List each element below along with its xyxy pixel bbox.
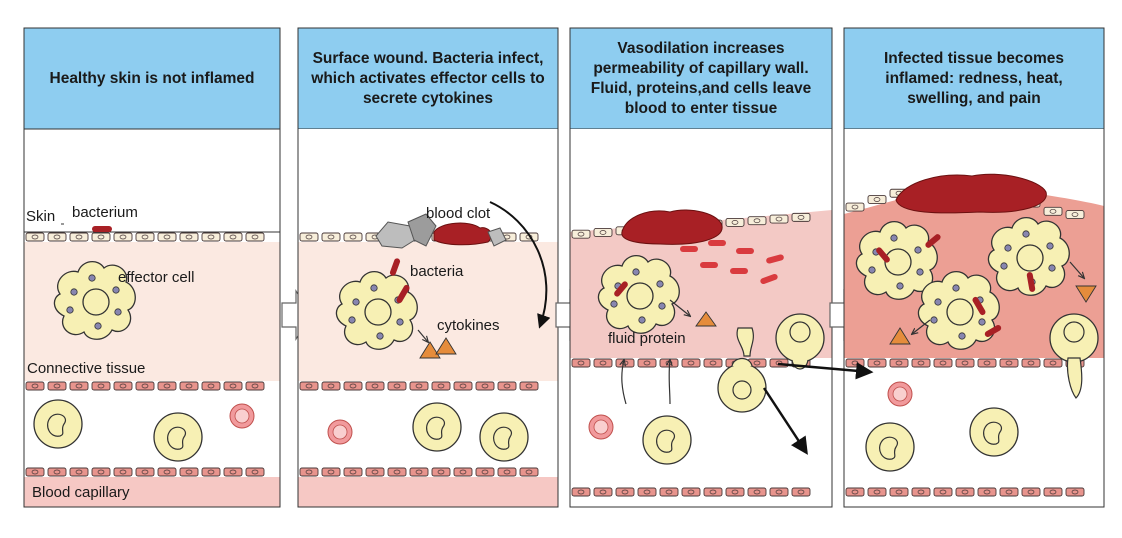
cytokines-label: cytokines: [437, 317, 500, 334]
panel-1-title: Healthy skin is not inflamed: [49, 69, 255, 87]
panel-1: [23, 27, 281, 508]
skin-layer-tiles: [25, 232, 265, 242]
panel-4: [843, 27, 1105, 508]
blood-capillary-label: Blood capillary: [32, 484, 130, 501]
capillary-wall-top: [25, 381, 265, 391]
effector-cell-label: effector cell: [118, 269, 195, 286]
panel-3-title: Vasodilation increases permeability of c…: [590, 39, 812, 117]
panel-2-title: Surface wound. Bacteria infect, which ac…: [311, 49, 545, 107]
capillary-wall-bottom: [25, 467, 265, 477]
panel-4-title: Infected tissue becomes inflamed: rednes…: [883, 49, 1065, 107]
bacterium-label: bacterium: [72, 204, 138, 221]
panel-3: [569, 27, 833, 508]
bacteria-label: bacteria: [410, 263, 464, 280]
connective-tissue-label: Connective tissue: [27, 360, 146, 377]
panel-2: [297, 27, 559, 508]
skin-label: Skin: [26, 208, 56, 225]
migration-arrow: [777, 362, 874, 380]
blood-clot-label: blood clot: [426, 205, 491, 222]
outflow-arrow: [762, 387, 808, 455]
clot-to-tissue-arrow: [489, 201, 551, 329]
bacterium-shape: [92, 226, 112, 232]
fluid-protein-label: fluid protein: [608, 330, 686, 347]
